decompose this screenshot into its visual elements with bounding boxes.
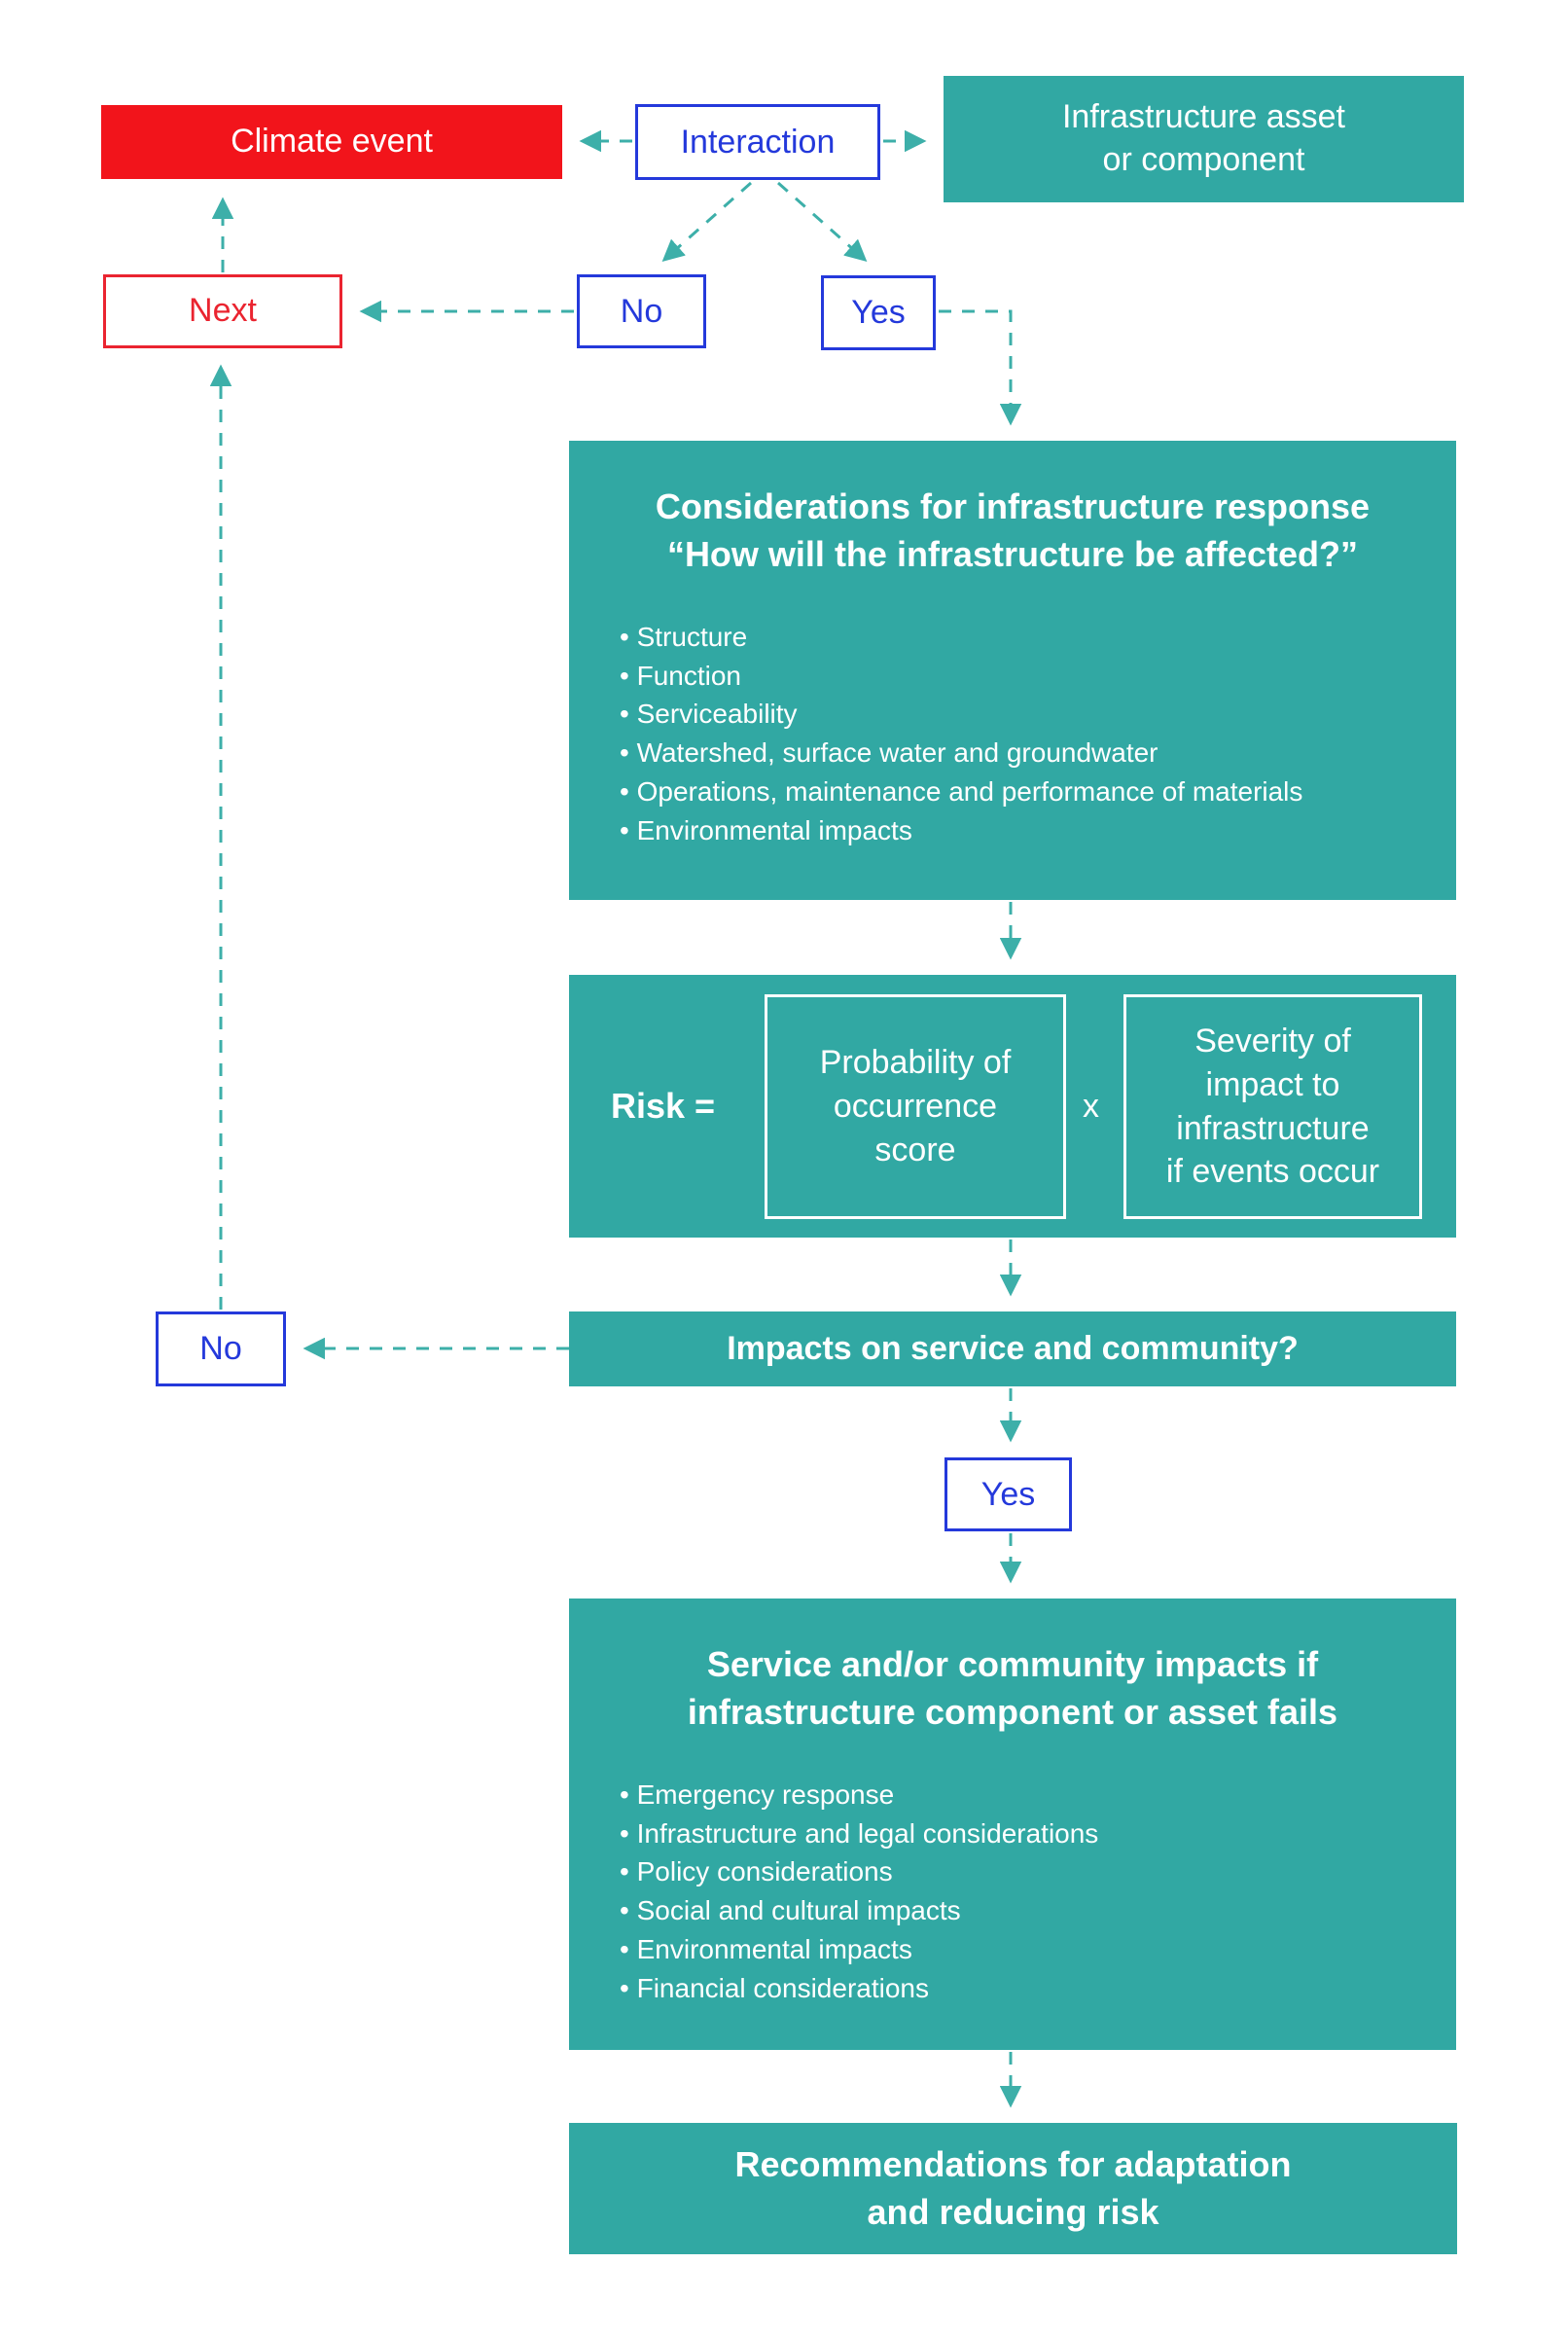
service-impacts-box: Service and/or community impacts if infr… — [569, 1599, 1456, 2050]
probability-line2: occurrence — [833, 1088, 998, 1126]
multiply-operator: x — [1083, 1087, 1099, 1125]
service-impacts-bullet: Policy considerations — [620, 1852, 1098, 1891]
severity-line2: impact to — [1205, 1065, 1340, 1103]
considerations-bullet: Serviceability — [620, 695, 1302, 734]
recommendations-box: Recommendations for adaptation and reduc… — [569, 2123, 1457, 2254]
service-impacts-bullet: Infrastructure and legal considerations — [620, 1814, 1099, 1853]
considerations-bullet-list: Structure Function Serviceability Waters… — [620, 618, 1303, 850]
service-impacts-bullet: Social and cultural impacts — [620, 1891, 1098, 1930]
risk-box: Risk = Probability of occurrence score x… — [569, 975, 1456, 1238]
recommendations-line2: and reducing risk — [867, 2191, 1159, 2232]
service-impacts-bullet: Environmental impacts — [620, 1930, 1098, 1969]
service-impacts-title-line2: infrastructure component or asset fails — [687, 1691, 1338, 1732]
probability-line1: Probability of — [819, 1044, 1012, 1082]
no-impacts-box: No — [156, 1311, 286, 1386]
considerations-title-line2: “How will the infrastructure be affected… — [666, 533, 1359, 574]
yes-impacts-box: Yes — [944, 1457, 1072, 1531]
yes-interaction-label: Yes — [851, 294, 906, 331]
considerations-bullet: Watershed, surface water and groundwater — [620, 734, 1302, 772]
considerations-box: Considerations for infrastructure respon… — [569, 441, 1456, 900]
interaction-box: Interaction — [635, 104, 880, 180]
connector-interaction-to-yes — [777, 181, 868, 262]
interaction-label: Interaction — [680, 123, 836, 161]
service-impacts-title-line1: Service and/or community impacts if — [706, 1644, 1319, 1684]
severity-line3: infrastructure — [1176, 1109, 1370, 1147]
climate-event-label: Climate event — [231, 123, 433, 161]
next-label: Next — [189, 292, 257, 330]
service-impacts-bullet-list: Emergency response Infrastructure and le… — [620, 1776, 1099, 2008]
service-impacts-title: Service and/or community impacts if infr… — [688, 1641, 1337, 1737]
severity-box: Severity of impact to infrastructure if … — [1123, 994, 1422, 1219]
severity-line4: if events occur — [1165, 1153, 1380, 1191]
next-box: Next — [103, 274, 342, 348]
no-impacts-label: No — [199, 1330, 242, 1367]
service-impacts-bullet: Emergency response — [620, 1776, 1098, 1814]
yes-impacts-label: Yes — [980, 1475, 1036, 1513]
connector-yes-to-considerations — [939, 309, 1022, 426]
impacts-question-label: Impacts on service and community? — [727, 1330, 1299, 1367]
probability-box: Probability of occurrence score — [765, 994, 1066, 1219]
considerations-bullet: Environmental impacts — [620, 811, 1302, 850]
recommendations-line1: Recommendations for adaptation — [734, 2143, 1292, 2184]
considerations-title: Considerations for infrastructure respon… — [656, 484, 1370, 579]
impacts-question-bar: Impacts on service and community? — [569, 1311, 1456, 1386]
considerations-bullet: Function — [620, 657, 1302, 696]
no-interaction-box: No — [577, 274, 706, 348]
probability-line3: score — [874, 1131, 956, 1168]
considerations-bullet: Operations, maintenance and performance … — [620, 772, 1303, 811]
infrastructure-asset-line1: Infrastructure asset — [1061, 98, 1345, 136]
climate-event-box: Climate event — [101, 105, 562, 179]
service-impacts-bullet: Financial considerations — [620, 1969, 1098, 2008]
infrastructure-asset-line2: or component — [1102, 141, 1305, 178]
connector-interaction-to-no — [661, 181, 752, 262]
yes-interaction-box: Yes — [821, 275, 936, 350]
risk-equals-label: Risk = — [611, 1086, 716, 1126]
infrastructure-asset-box: Infrastructure asset or component — [944, 76, 1464, 202]
severity-line1: Severity of — [1194, 1022, 1351, 1060]
no-interaction-label: No — [620, 292, 663, 330]
considerations-bullet: Structure — [620, 618, 1302, 657]
considerations-title-line1: Considerations for infrastructure respon… — [655, 486, 1371, 526]
